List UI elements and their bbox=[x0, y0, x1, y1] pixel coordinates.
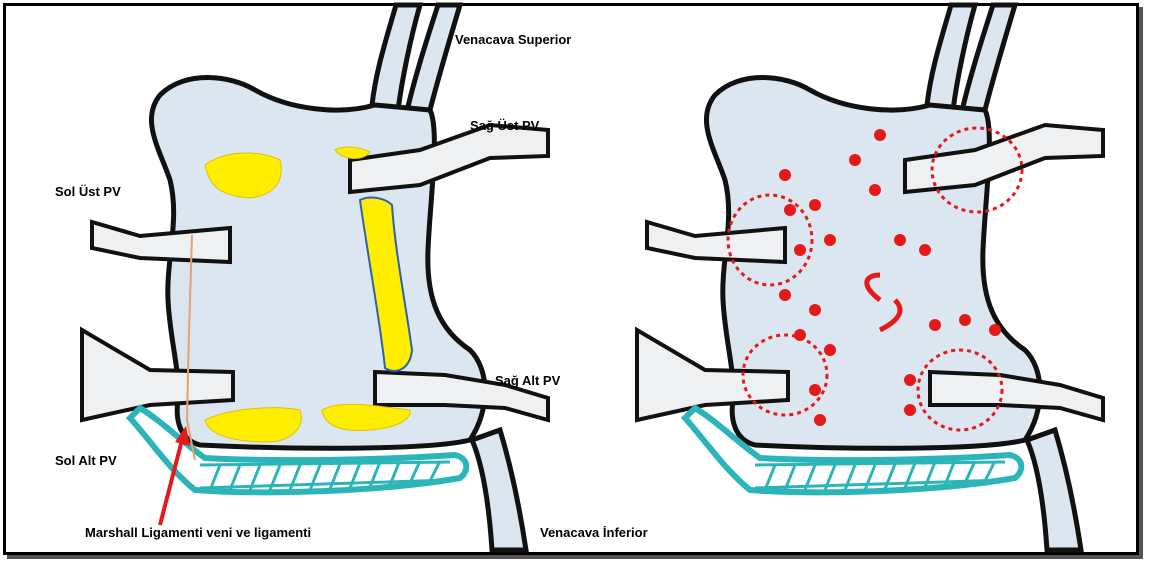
label-sag-alt-pv: Sağ Alt PV bbox=[495, 373, 561, 388]
label-marshall: Marshall Ligamenti veni ve ligamenti bbox=[85, 525, 311, 540]
left-panel bbox=[82, 5, 548, 550]
label-vena-cava-superior: Venacava Superior bbox=[455, 32, 571, 47]
marshall-pointer-arrow bbox=[160, 440, 182, 525]
label-vena-cava-inferior: Venacava İnferior bbox=[540, 525, 648, 540]
label-sol-ust-pv: Sol Üst PV bbox=[55, 184, 121, 199]
label-sag-ust-pv: Sağ Üst PV bbox=[470, 118, 540, 133]
left-atrium-drawing bbox=[82, 5, 548, 550]
right-panel bbox=[637, 5, 1103, 550]
label-sol-alt-pv: Sol Alt PV bbox=[55, 453, 117, 468]
